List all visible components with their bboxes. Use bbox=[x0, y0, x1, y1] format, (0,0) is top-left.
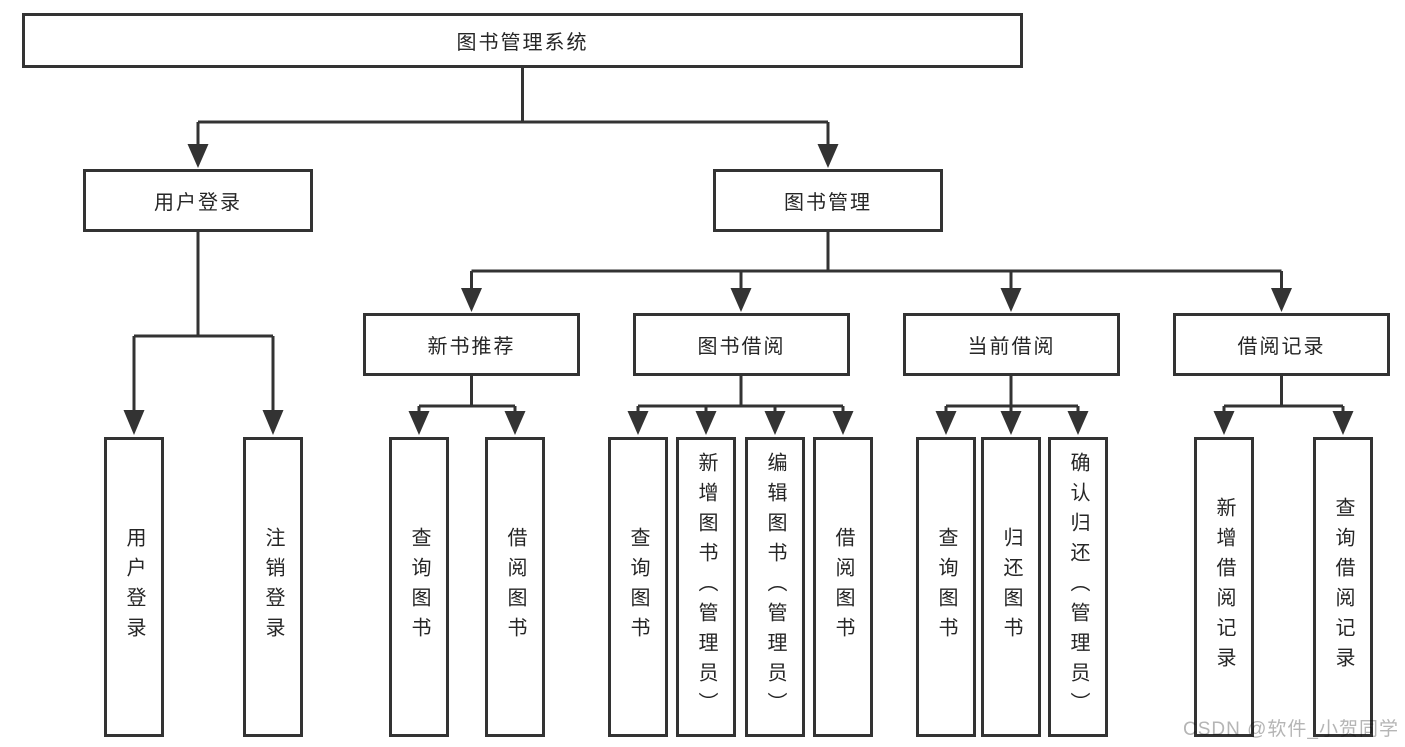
node-book-management-label: 图书管理 bbox=[784, 192, 872, 214]
node-book-borrow-label: 图书借阅 bbox=[697, 336, 786, 358]
leaf-borrow-book-recommend-label: 借阅图书 bbox=[504, 527, 526, 647]
leaf-add-borrow-record: 新增借阅记录 bbox=[1194, 437, 1254, 737]
leaf-query-book-borrow-label: 查询图书 bbox=[627, 527, 649, 647]
leaf-logout: 注销登录 bbox=[243, 437, 303, 737]
leaf-borrow-book-label: 借阅图书 bbox=[832, 527, 854, 647]
node-root-label: 图书管理系统 bbox=[456, 32, 589, 54]
node-user-login-label: 用户登录 bbox=[154, 192, 242, 214]
leaf-query-borrow-record: 查询借阅记录 bbox=[1313, 437, 1373, 737]
leaf-user-login: 用户登录 bbox=[104, 437, 164, 737]
leaf-confirm-return-admin: 确认归还（管理员） bbox=[1048, 437, 1108, 737]
node-root-system: 图书管理系统 bbox=[22, 13, 1023, 68]
connector-strokes bbox=[132, 68, 1345, 414]
leaf-query-book-borrow: 查询图书 bbox=[608, 437, 668, 737]
node-new-book-recommend: 新书推荐 bbox=[363, 313, 580, 376]
leaf-query-book-current: 查询图书 bbox=[916, 437, 976, 737]
node-user-login: 用户登录 bbox=[83, 169, 313, 232]
leaf-return-book-label: 归还图书 bbox=[1000, 527, 1022, 647]
leaf-add-book-admin: 新增图书（管理员） bbox=[676, 437, 736, 737]
node-borrow-records: 借阅记录 bbox=[1173, 313, 1390, 376]
leaf-add-book-admin-label: 新增图书（管理员） bbox=[695, 452, 717, 722]
leaf-query-book-recommend: 查询图书 bbox=[389, 437, 449, 737]
node-book-management: 图书管理 bbox=[713, 169, 943, 232]
leaf-query-book-recommend-label: 查询图书 bbox=[408, 527, 430, 647]
leaf-logout-label: 注销登录 bbox=[262, 527, 284, 647]
node-current-borrow: 当前借阅 bbox=[903, 313, 1120, 376]
leaf-user-login-label: 用户登录 bbox=[123, 527, 145, 647]
leaf-borrow-book-recommend: 借阅图书 bbox=[485, 437, 545, 737]
leaf-borrow-book: 借阅图书 bbox=[813, 437, 873, 737]
leaf-edit-book-admin: 编辑图书（管理员） bbox=[745, 437, 805, 737]
leaf-confirm-return-admin-label: 确认归还（管理员） bbox=[1067, 452, 1089, 722]
node-book-borrow: 图书借阅 bbox=[633, 313, 850, 376]
node-new-book-recommend-label: 新书推荐 bbox=[427, 336, 516, 358]
leaf-add-borrow-record-label: 新增借阅记录 bbox=[1213, 497, 1235, 677]
leaf-edit-book-admin-label: 编辑图书（管理员） bbox=[764, 452, 786, 722]
node-borrow-records-label: 借阅记录 bbox=[1237, 336, 1326, 358]
leaf-query-book-current-label: 查询图书 bbox=[935, 527, 957, 647]
node-current-borrow-label: 当前借阅 bbox=[967, 336, 1056, 358]
csdn-watermark: CSDN @软件_小贺同学 bbox=[1183, 719, 1399, 740]
leaf-query-borrow-record-label: 查询借阅记录 bbox=[1332, 497, 1354, 677]
leaf-return-book: 归还图书 bbox=[981, 437, 1041, 737]
arrowheads bbox=[123, 144, 1354, 435]
